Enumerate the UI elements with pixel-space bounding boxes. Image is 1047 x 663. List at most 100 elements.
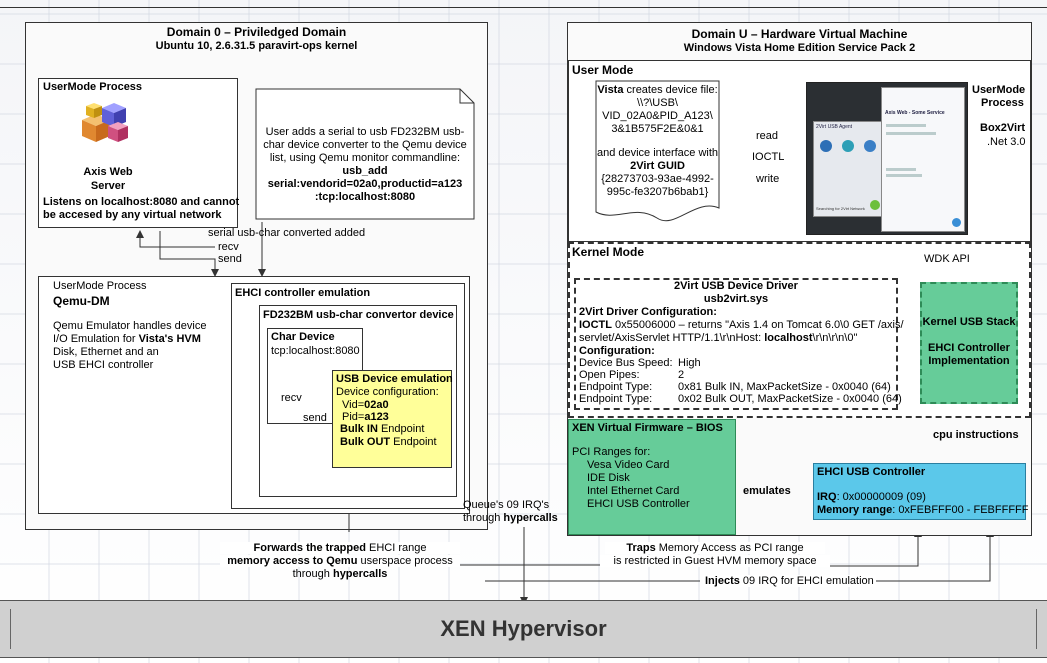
read-label: read xyxy=(756,130,779,142)
hypervisor-bar xyxy=(0,600,1047,658)
inner-recv-label: recv xyxy=(281,392,302,404)
bios-box xyxy=(568,419,736,535)
traps-line2: is restricted in Guest HVM memory space xyxy=(600,555,830,567)
hypervisor-inner xyxy=(10,609,1037,649)
driver-ioctl-line1: IOCTL 0x55006000 – returns "Axis 1.4 on … xyxy=(579,319,904,331)
bios-pci-label: PCI Ranges for: xyxy=(572,446,651,458)
kernel-mode-label: Kernel Mode xyxy=(572,245,645,259)
driver-row3-key: Endpoint Type: xyxy=(579,381,653,393)
usbdev-pid: Pid=a123 xyxy=(342,411,389,423)
screenshot-line-d xyxy=(886,174,922,177)
qemu-desc4: USB EHCI controller xyxy=(53,359,154,371)
usbdev-bulkin: Bulk IN Endpoint xyxy=(340,423,425,435)
ehci-controller-box xyxy=(813,463,1026,520)
serial-added-label: serial usb-char converted added xyxy=(208,227,366,239)
driver-box xyxy=(574,278,898,410)
box2virt-screenshot: 2Virt USB Agent Searching for 2Virt Netw… xyxy=(806,82,968,235)
user-mode-label: User Mode xyxy=(572,63,634,77)
ioctl-label: IOCTL xyxy=(752,151,785,163)
axis-app-line1: Axis Web xyxy=(83,166,133,178)
bios-item-4: EHCI USB Controller xyxy=(587,498,690,510)
emulates-label: emulates xyxy=(743,485,791,497)
vista-document-shape xyxy=(595,80,720,222)
fd232-title: FD232BM usb-char convertor device xyxy=(263,309,454,321)
ehci-ctrl-title: EHCI USB Controller xyxy=(817,466,926,478)
vista-doc-line3: VID_02A0&PID_A123\ xyxy=(602,110,713,122)
char-device-title: Char Device xyxy=(271,331,335,343)
usb-device-emulation-box xyxy=(332,370,452,468)
cpu-label: cpu instructions xyxy=(933,429,1019,441)
hypervisor-label: XEN Hypervisor xyxy=(440,616,607,641)
driver-row4-val: 0x02 Bulk OUT, MaxPacketSize - 0x0040 (6… xyxy=(678,393,902,405)
kstack-line3: Implementation xyxy=(928,355,1010,367)
driver-row1-val: High xyxy=(678,357,701,369)
injects-label: Injects 09 IRQ for EHCI emulation xyxy=(703,575,876,587)
driver-file: usb2virt.sys xyxy=(703,293,769,305)
screenshot-corner-icon xyxy=(952,218,961,227)
usbdev-vid: Vid=02a0 xyxy=(342,399,389,411)
bios-item-2: IDE Disk xyxy=(587,472,630,484)
qemu-name: Qemu-DM xyxy=(53,294,110,308)
vista-doc-line2: \\?\USB\ xyxy=(637,97,678,109)
driver-row3-val: 0x81 Bulk IN, MaxPacketSize - 0x0040 (64… xyxy=(678,381,891,393)
forwards-line2: memory access to Qemu userspace process xyxy=(220,555,460,567)
domainU-subtitle: Windows Vista Home Edition Service Pack … xyxy=(683,42,916,54)
domainU-title: Domain U – Hardware Virtual Machine xyxy=(691,27,908,41)
usbdev-config: Device configuration: xyxy=(336,386,439,398)
axis-cubes-icon xyxy=(82,103,128,142)
screenshot-service-window: Axis Web - Some Service xyxy=(881,87,965,232)
axis-process-label: UserMode Process xyxy=(43,81,143,93)
screenshot-icon-a xyxy=(820,140,832,152)
vista-doc-line5: and device interface with xyxy=(596,147,719,159)
ehci-ctrl-mem: Memory range: 0xFEBFFF00 - FEBFFFFF xyxy=(817,504,1029,516)
driver-conf-heading: Configuration: xyxy=(579,345,655,357)
screenshot-line-a xyxy=(886,124,926,127)
driver-row4-key: Endpoint Type: xyxy=(579,393,653,405)
screenshot-agent-window: 2Virt USB Agent Searching for 2Virt Netw… xyxy=(813,121,883,217)
driver-row2-val: 2 xyxy=(678,369,685,381)
axis-listen-line2: be accesed by any virtual network xyxy=(43,209,222,221)
traps-line1: Traps Memory Access as PCI range xyxy=(605,542,825,554)
bios-title: XEN Virtual Firmware – BIOS xyxy=(572,422,723,434)
user-note-shape xyxy=(255,88,475,220)
qemu-desc3: Disk, Ethernet and an xyxy=(53,346,159,358)
driver-row2-key: Open Pipes: xyxy=(579,369,640,381)
bios-item-1: Vesa Video Card xyxy=(587,459,670,471)
kstack-line2: EHCI Controller xyxy=(928,342,1010,354)
note-line3: list, using Qemu monitor commandline: xyxy=(269,152,461,164)
write-label: write xyxy=(756,173,780,185)
note-line1: User adds a serial to usb FD232BM usb- xyxy=(265,126,465,138)
driver-title: 2Virt USB Device Driver xyxy=(674,280,798,292)
queue-label-line1: Queue's 09 IRQ's xyxy=(463,499,550,511)
note-line2: char device converter to the Qemu device xyxy=(263,139,467,151)
vista-doc-line6: 2Virt GUID xyxy=(630,160,685,172)
kstack-line1: Kernel USB Stack xyxy=(922,316,1016,328)
screenshot-line-c xyxy=(886,168,916,171)
axis-listen-line1: Listens on localhost:8080 and cannot xyxy=(43,196,240,208)
domain0-subtitle: Ubuntu 10, 2.6.31.5 paravirt-ops kernel xyxy=(155,40,358,52)
domain0-title: Domain 0 – Priviledged Domain xyxy=(166,25,347,39)
vista-doc-line7: {28273703-93ae-4992- xyxy=(601,173,714,185)
forwards-line3: through hypercalls xyxy=(292,568,388,580)
driver-ioctl-line2: servlet/AxisServlet HTTP/1.1\r\nHost: lo… xyxy=(579,332,858,344)
ehci-emulation-title: EHCI controller emulation xyxy=(235,287,371,299)
axis-app-line2: Server xyxy=(90,180,126,192)
screenshot-title: 2Virt USB Agent xyxy=(816,124,853,130)
qemu-desc2: I/O Emulation for Vista's HVM xyxy=(53,333,201,345)
ehci-ctrl-irq: IRQ: 0x00000009 (09) xyxy=(817,491,926,503)
queue-label-line2: through hypercalls xyxy=(463,512,558,524)
note-line6: :tcp:localhost:8080 xyxy=(314,191,416,203)
usbdev-bulkout: Bulk OUT Endpoint xyxy=(340,436,437,448)
note-line5: serial:vendorid=02a0,productid=a123 xyxy=(267,178,463,190)
screenshot-heading: Axis Web - Some Service xyxy=(885,110,945,116)
recv-label: recv xyxy=(218,241,239,253)
vista-doc-line1: Vista creates device file: xyxy=(597,84,718,96)
screenshot-footer: Searching for 2Virt Network xyxy=(816,206,865,211)
screenshot-line-b xyxy=(886,132,936,135)
kernel-usb-stack-box xyxy=(920,282,1018,404)
screenshot-icon-b xyxy=(842,140,854,152)
box2virt-net: .Net 3.0 xyxy=(987,136,1026,148)
screenshot-icon-c xyxy=(864,140,876,152)
qemu-label: UserMode Process xyxy=(53,280,147,292)
